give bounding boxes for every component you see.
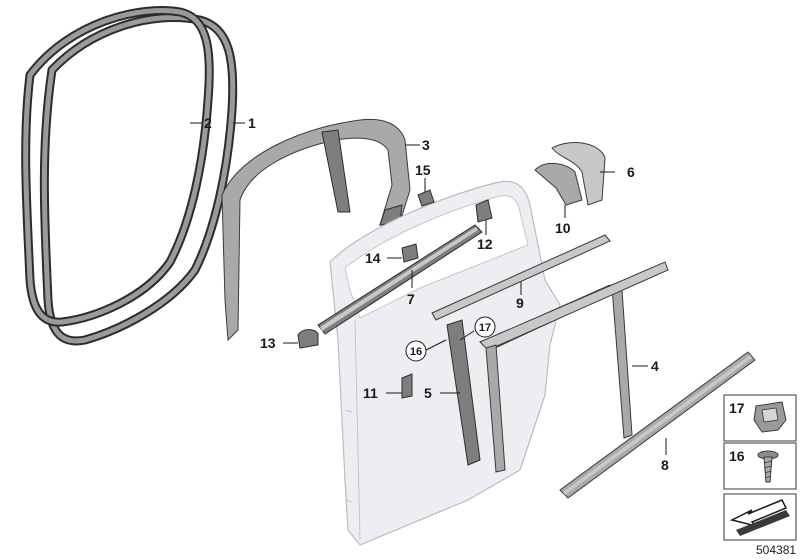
inner-waist-seal (317, 224, 483, 335)
callout-7: 7 (407, 291, 415, 307)
callout-2: 2 (204, 115, 212, 131)
callout-8: 8 (661, 457, 669, 473)
rear-door-panel (329, 180, 561, 546)
arrow-direction-icon (729, 499, 790, 536)
callout-1: 1 (248, 115, 256, 131)
callout-13: 13 (260, 335, 276, 351)
outer-waist-seal (559, 351, 756, 499)
callout-6: 6 (627, 164, 635, 180)
clip-15 (417, 189, 435, 207)
callout-17-circled: 17 (474, 316, 496, 338)
callout-3: 3 (422, 137, 430, 153)
callout-16: 16 (410, 346, 422, 358)
callout-15: 15 (415, 162, 431, 178)
leader-lines (190, 122, 667, 455)
callouts: 1 2 3 4 5 6 7 8 9 10 11 12 13 14 15 (204, 115, 669, 473)
window-channel (479, 261, 669, 473)
clip-11 (401, 373, 413, 399)
callout-14: 14 (365, 250, 381, 266)
legend-number-16: 16 (729, 448, 745, 464)
corner-cover-6 (551, 142, 606, 206)
document-number: 504381 (756, 543, 796, 557)
outer-waist-strip (431, 234, 611, 321)
callout-10: 10 (555, 220, 571, 236)
callout-17: 17 (479, 322, 491, 334)
callout-12: 12 (477, 236, 493, 252)
callout-16-circled: 16 (405, 340, 427, 362)
bracket-12 (475, 199, 493, 223)
callout-11: 11 (363, 385, 378, 401)
legend-panel: 17 16 (723, 394, 797, 541)
b-pillar-trim (446, 319, 481, 466)
door-seal-inner (21, 6, 214, 327)
clip-nut-icon (753, 401, 787, 433)
screw-icon (757, 450, 779, 483)
callout-9: 9 (516, 295, 524, 311)
window-frame-trim (221, 118, 411, 342)
callout-5: 5 (424, 385, 432, 401)
legend-number-17: 17 (729, 400, 745, 416)
bracket-14 (401, 243, 419, 263)
callout-4: 4 (651, 358, 659, 374)
trim-clip-10 (534, 163, 583, 206)
bracket-13 (297, 329, 319, 349)
